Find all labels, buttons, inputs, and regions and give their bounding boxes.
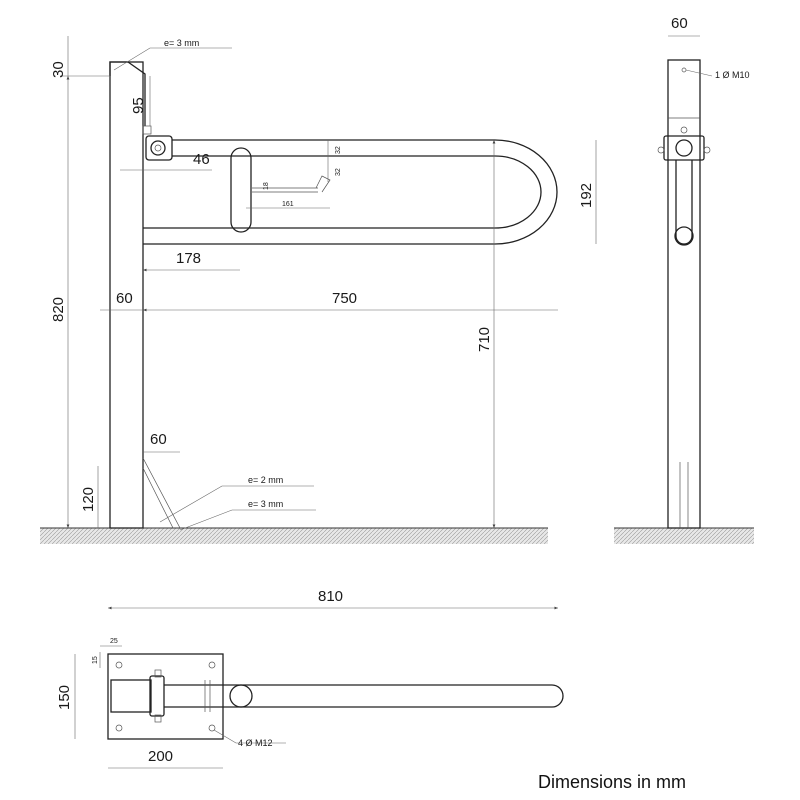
top-label-hole-y: 15 — [92, 656, 99, 664]
top-view: 810 150 200 25 15 4 Ø M12 — [56, 588, 564, 769]
note-base-plate: e= 3 mm — [248, 499, 283, 509]
hole-tr — [208, 661, 216, 669]
hole-tl — [115, 661, 123, 669]
top-arm — [164, 684, 564, 708]
side-floor-hatch — [614, 528, 754, 544]
top-plate — [109, 61, 146, 126]
label-handle-small: 18 — [263, 182, 270, 190]
label-arm-height: 710 — [476, 327, 493, 352]
top-label-depth: 150 — [56, 685, 73, 710]
label-pivot-offset: 46 — [193, 151, 210, 168]
label-post-width: 60 — [116, 290, 133, 307]
pivot-housing — [145, 135, 173, 161]
side-arm — [675, 160, 693, 245]
front-view: 30 820 95 46 178 60 750 710 60 120 32 32… — [40, 36, 558, 544]
label-bracket-drop: 95 — [130, 97, 147, 114]
arm-loop-outer — [143, 139, 558, 245]
top-post — [110, 679, 152, 713]
hole-br — [208, 724, 216, 732]
note-web-plate: e= 2 mm — [248, 475, 283, 485]
note-top-plate: e= 3 mm — [164, 38, 199, 48]
tube-bend — [315, 175, 331, 193]
side-label-width: 60 — [671, 15, 688, 32]
label-top-offset: 30 — [50, 61, 67, 78]
pivot-bolt-inner — [154, 144, 162, 152]
base-plate — [107, 653, 224, 740]
top-label-hole-x: 25 — [110, 638, 118, 645]
side-view: 60 192 1 Ø M10 — [578, 15, 754, 544]
side-pivot-bolt — [675, 139, 693, 157]
top-lug-top — [154, 669, 162, 678]
top-note-holes: 4 Ø M12 — [238, 738, 273, 748]
side-top-bolt — [680, 126, 688, 134]
side-note-bolt: 1 Ø M10 — [715, 70, 750, 80]
base-web-2 — [142, 457, 181, 529]
label-base-chamfer: 60 — [150, 431, 167, 448]
label-handle-h2: 32 — [335, 168, 342, 176]
footer-note: Dimensions in mm — [538, 772, 687, 792]
hole-bl — [115, 724, 123, 732]
label-base-height: 120 — [80, 487, 97, 512]
bracket — [142, 125, 152, 135]
side-arm-end — [674, 226, 694, 246]
side-post — [667, 59, 701, 529]
arm-loop-inner — [143, 155, 542, 229]
label-handle-offset: 178 — [176, 250, 201, 267]
handle — [230, 147, 252, 233]
label-arm-length: 750 — [332, 290, 357, 307]
top-label-width: 200 — [148, 748, 173, 765]
top-holes-leader — [213, 729, 286, 744]
side-lug-right — [703, 146, 711, 154]
leader-base-plate — [179, 509, 316, 531]
side-bolt-dot — [681, 67, 687, 73]
side-label-loop-height: 192 — [578, 183, 595, 208]
label-handle-h1: 32 — [335, 146, 342, 154]
leader-web-plate — [159, 485, 314, 523]
top-label-overall: 810 — [318, 588, 343, 605]
top-pivot — [149, 675, 165, 717]
leader-top-plate — [113, 47, 232, 71]
side-lug-left — [657, 146, 665, 154]
pivot-bolt — [150, 140, 166, 156]
top-handle — [229, 684, 253, 708]
label-total-height: 820 — [50, 297, 67, 322]
top-lug-bottom — [154, 714, 162, 723]
side-bolt-leader — [685, 69, 713, 77]
side-pivot-block — [663, 135, 705, 161]
floor-hatch — [40, 528, 548, 544]
base-web — [142, 467, 174, 529]
label-handle-len: 161 — [282, 201, 294, 208]
